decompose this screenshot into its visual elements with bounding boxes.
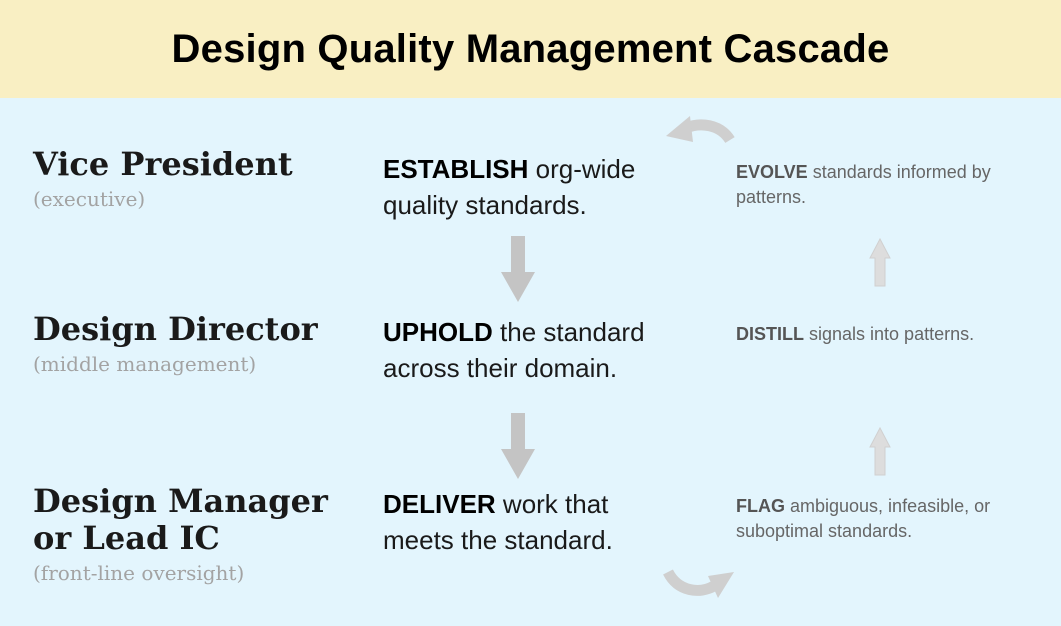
arrow-up-icon	[869, 237, 891, 287]
feedback-distill: DISTILL signals into patterns.	[736, 322, 1046, 347]
action-text: work that meets the standard.	[383, 489, 613, 555]
action-deliver: DELIVER work that meets the standard.	[383, 486, 683, 558]
feedback-evolve: EVOLVE standards informed by patterns.	[736, 160, 1046, 210]
feedback-text: standards informed by patterns.	[736, 162, 991, 207]
header-banner: Design Quality Management Cascade	[0, 0, 1061, 98]
action-uphold: UPHOLD the standard across their domain.	[383, 314, 683, 386]
feedback-keyword: DISTILL	[736, 324, 804, 344]
role-title: Design Director	[33, 310, 318, 348]
curved-arrow-icon	[666, 116, 735, 144]
arrow-down-icon	[501, 413, 535, 479]
arrow-down-icon	[501, 236, 535, 302]
role-subtitle: (middle management)	[33, 352, 257, 376]
feedback-flag: FLAG ambiguous, infeasible, or suboptima…	[736, 494, 1046, 544]
feedback-keyword: EVOLVE	[736, 162, 808, 182]
arrow-up-icon	[869, 426, 891, 476]
page-title: Design Quality Management Cascade	[171, 26, 890, 71]
action-text: org-wide quality standards.	[383, 154, 636, 220]
feedback-text: signals into patterns.	[804, 324, 975, 344]
role-subtitle: (front-line oversight)	[33, 561, 245, 585]
role-subtitle: (executive)	[33, 187, 146, 211]
role-title: Design Manager or Lead IC	[33, 482, 328, 557]
action-keyword: DELIVER	[383, 489, 496, 519]
role-title: Vice President	[33, 145, 293, 183]
role-design-director: Design Director (middle management)	[33, 310, 318, 377]
feedback-text: ambiguous, infeasible, or suboptimal sta…	[736, 496, 991, 541]
action-text: the standard across their domain.	[383, 317, 645, 383]
action-establish: ESTABLISH org-wide quality standards.	[383, 151, 683, 223]
action-keyword: UPHOLD	[383, 317, 493, 347]
curved-arrow-icon	[663, 569, 734, 598]
role-design-manager: Design Manager or Lead IC (front-line ov…	[33, 482, 328, 586]
action-keyword: ESTABLISH	[383, 154, 529, 184]
role-vice-president: Vice President (executive)	[33, 145, 293, 212]
feedback-keyword: FLAG	[736, 496, 785, 516]
